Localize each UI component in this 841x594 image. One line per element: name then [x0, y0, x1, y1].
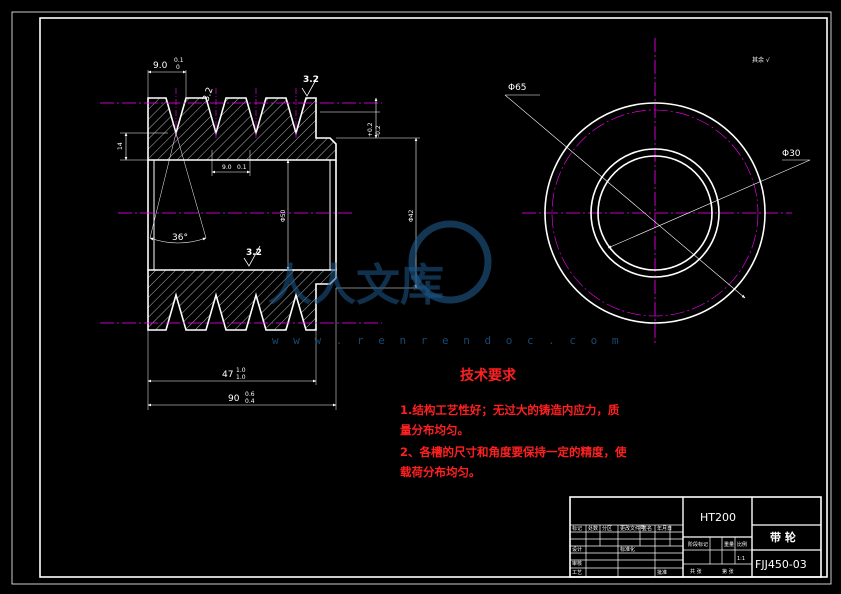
watermark: 人人文库 w w w . r e n r e n d o c . c o m	[268, 220, 623, 347]
watermark-url: w w w . r e n r e n d o c . c o m	[272, 334, 623, 347]
side-view: Φ65 Φ30	[504, 38, 811, 345]
section-view: 9.0 0.1 0 3.2 3.2 3.2 14 +0.2 -0.2 9.0 0…	[100, 57, 420, 410]
groove-pitch-tol-lower: 0	[176, 64, 180, 71]
outer-circle	[544, 102, 766, 324]
outer-dia-value: Φ65	[508, 83, 527, 93]
top-rim-section	[147, 97, 337, 161]
tb-scale-value: 1:1	[737, 556, 745, 562]
tb-count: 处数	[588, 525, 598, 532]
svg-text:3.2: 3.2	[246, 248, 262, 258]
tb-process: 工艺	[572, 570, 582, 576]
length-47-tol-lower: 1.0	[236, 374, 246, 381]
tb-sheet-no: 第 张	[722, 568, 734, 575]
tb-part-name: 带 轮	[770, 530, 796, 544]
tb-material: HT200	[700, 511, 736, 524]
length-90-tol-lower: 0.4	[245, 398, 255, 405]
tb-scale: 比例	[737, 541, 747, 548]
tb-zone: 分区	[602, 525, 612, 532]
bore-circle	[597, 155, 713, 271]
groove-angle-value: 36°	[172, 233, 188, 243]
length-90-tol-upper: 0.6	[245, 391, 255, 398]
tech-req-line-4: 载荷分布均匀。	[400, 465, 481, 479]
tb-designer: 设计	[572, 546, 582, 553]
angle-arc	[149, 237, 207, 244]
roughness-top: 3.2	[301, 75, 319, 97]
svg-text:3.2: 3.2	[201, 86, 215, 103]
tech-req-line-3: 2、各槽的尺寸和角度要保持一定的精度，使	[400, 445, 627, 459]
tb-stage-mark: 阶段标记	[688, 541, 708, 548]
tb-mark: 标记	[572, 525, 582, 532]
pitch-circle	[551, 109, 759, 317]
tech-req-title: 技术要求	[460, 367, 517, 384]
tb-weight: 重量	[724, 541, 734, 548]
tb-reviewer: 审核	[572, 560, 582, 567]
groove-inner-tol: 0.1	[237, 164, 247, 171]
groove-pitch-value: 9.0	[153, 61, 168, 71]
shoulder-tol-lower: -0.2	[375, 125, 382, 137]
length-47-tol-upper: 1.0	[236, 367, 246, 374]
shoulder-tol-upper: +0.2	[367, 122, 374, 137]
groove-pitch-tol-upper: 0.1	[174, 57, 184, 64]
title-block-text: 标记 处数 分区 更改文件号 签名 年月日 设计 标准化 审核 工艺 批准 阶段…	[572, 511, 807, 576]
hub-dia-value: Φ42	[408, 209, 415, 222]
leader-inner-dia	[607, 159, 811, 249]
roughness-bore: 3.2	[243, 245, 262, 267]
tb-change-doc: 更改文件号	[620, 525, 645, 532]
tb-approval: 批准	[657, 569, 667, 576]
tech-req-line-1: 1.结构工艺性好；无过大的铸造内应力，质	[400, 403, 620, 417]
inner-dia-value: Φ30	[782, 149, 801, 159]
flank-depth-value: 14	[117, 142, 124, 150]
roughness-groove: 3.2	[201, 86, 215, 103]
surface-note: 其余 √	[752, 56, 770, 64]
title-block	[569, 496, 822, 578]
tb-standardization: 标准化	[620, 546, 635, 553]
length-90-value: 90	[228, 394, 240, 404]
angle-leg	[149, 132, 177, 239]
inner-border	[39, 17, 828, 578]
watermark-text: 人人文库	[268, 260, 444, 311]
hub-circle	[590, 148, 720, 278]
tb-signature: 签名	[642, 525, 652, 532]
svg-text:3.2: 3.2	[303, 75, 319, 85]
tech-req-line-2: 量分布均匀。	[400, 423, 469, 437]
tb-date: 年月日	[657, 525, 672, 532]
groove-inner-value: 9.0	[222, 164, 232, 171]
length-47-value: 47	[222, 370, 233, 380]
technical-requirements: 技术要求 1.结构工艺性好；无过大的铸造内应力，质 量分布均匀。 2、各槽的尺寸…	[400, 367, 627, 479]
outer-border	[11, 11, 832, 585]
tb-sheets-total: 共 张	[690, 568, 702, 575]
tb-drawing-number: FJJ450-03	[755, 558, 807, 571]
bottom-rim-section	[147, 269, 337, 331]
angle-leg	[175, 132, 207, 239]
watermark-logo-icon	[408, 220, 492, 304]
leader-outer-dia	[504, 94, 746, 299]
bore-dia-value: Φ50	[280, 209, 287, 222]
